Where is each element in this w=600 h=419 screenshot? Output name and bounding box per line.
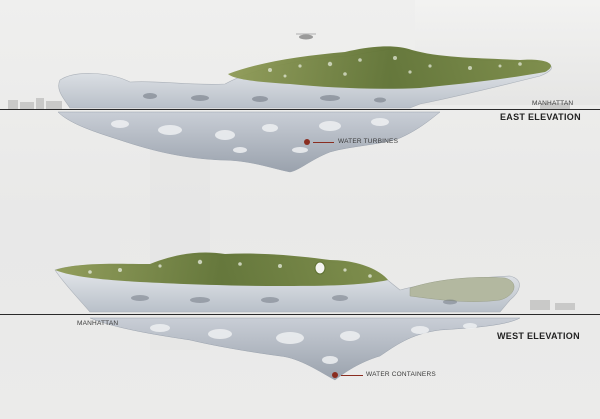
west-vegetation-texture xyxy=(88,259,372,278)
west-location-label: MANHATTAN xyxy=(77,320,119,327)
east-callout-dot xyxy=(304,139,310,145)
east-vegetation-texture xyxy=(268,56,522,78)
west-rear-module xyxy=(409,277,515,302)
east-skyline xyxy=(8,98,570,109)
helicopter-icon xyxy=(296,33,316,40)
west-callout-dot xyxy=(332,372,338,378)
east-waterline xyxy=(0,109,600,110)
west-callout-leader xyxy=(341,375,363,376)
west-structure-openings xyxy=(131,295,457,305)
east-reflection-openings xyxy=(111,118,389,153)
west-oculus-icon xyxy=(314,261,326,275)
west-skyline xyxy=(530,300,575,310)
east-elevation-title: EAST ELEVATION xyxy=(500,112,581,122)
west-reflection-openings xyxy=(150,323,477,364)
east-callout-label: WATER TURBINES xyxy=(338,138,399,145)
east-location-label: MANHATTAN xyxy=(532,100,574,107)
west-waterline xyxy=(0,314,600,315)
east-structure-reflection xyxy=(57,111,441,173)
background-haze-mid xyxy=(150,150,210,350)
east-vegetation xyxy=(228,46,551,89)
east-callout-leader xyxy=(313,142,334,143)
west-structure-reflection xyxy=(89,317,521,381)
west-vegetation xyxy=(55,252,388,286)
east-structure-openings xyxy=(143,93,386,103)
west-elevation-title: WEST ELEVATION xyxy=(497,331,580,341)
west-callout-label: WATER CONTAINERS xyxy=(366,371,436,378)
